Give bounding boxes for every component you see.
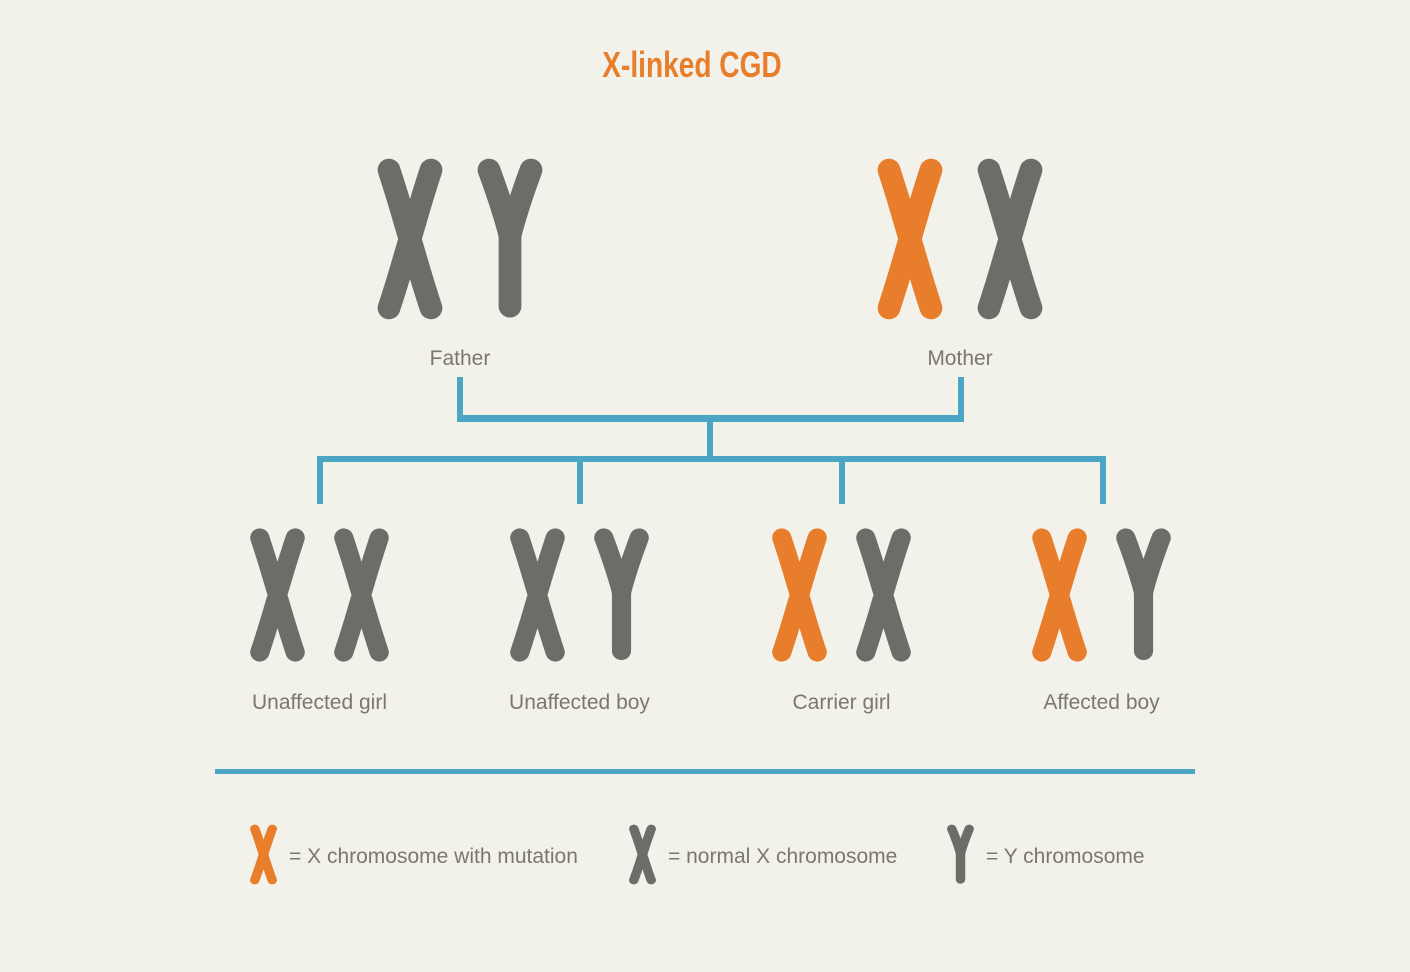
normal-x-chromosome-icon: [375, 157, 445, 321]
child-affected-boy: Affected boy: [1030, 527, 1173, 715]
child-unaffected-boy: Unaffected boy: [508, 527, 651, 715]
carrier-girl-chromosome-pair: [770, 527, 913, 663]
normal-y-chromosome-icon: [475, 157, 545, 321]
legend-mutated-x-icon-slot: [249, 824, 278, 890]
unaffected-boy-label: Unaffected boy: [509, 691, 650, 714]
unaffected-girl-chromosome-pair: [248, 527, 391, 663]
normal-x-chromosome-icon: [975, 157, 1045, 321]
unaffected-boy-chromosome-pair: [508, 527, 651, 663]
parent-mother: Mother: [875, 157, 1045, 371]
connector-child3-drop: [839, 462, 845, 504]
affected-boy-label: Affected boy: [1043, 691, 1160, 714]
connector-center-drop: [707, 422, 713, 462]
diagram-title-text: X-linked CGD: [602, 44, 782, 85]
connector-child4-drop: [1100, 462, 1106, 504]
normal-x-chromosome-icon: [508, 527, 567, 663]
carrier-girl-label: Carrier girl: [792, 691, 891, 714]
connector-child1-drop: [317, 462, 323, 504]
mutated-x-chromosome-icon: [875, 157, 945, 321]
legend-item-label: = normal X chromosome: [668, 845, 898, 868]
mother-label: Mother: [927, 347, 993, 370]
mutated-x-chromosome-icon: [770, 527, 829, 663]
legend-item-mutated-x: = X chromosome with mutation: [249, 826, 578, 888]
diagram-title: X-linked CGD: [577, 44, 807, 86]
connector-mother-drop: [958, 377, 964, 421]
legend-separator-line: [215, 769, 1195, 774]
child-unaffected-girl: Unaffected girl: [248, 527, 391, 715]
legend-y-icon-slot: [946, 824, 975, 890]
legend-item-label: = X chromosome with mutation: [289, 845, 578, 868]
legend-normal-x-icon-slot: [628, 824, 657, 890]
legend-item-label: = Y chromosome: [986, 845, 1145, 868]
father-label: Father: [429, 347, 491, 370]
connector-parents-bar: [457, 415, 964, 422]
normal-x-chromosome-icon: [248, 527, 307, 663]
father-chromosome-pair: [375, 157, 545, 321]
normal-x-chromosome-icon: [628, 824, 657, 885]
connector-child2-drop: [577, 462, 583, 504]
unaffected-girl-label: Unaffected girl: [251, 691, 388, 714]
mutated-x-chromosome-icon: [1030, 527, 1089, 663]
connector-children-bar: [317, 456, 1106, 462]
mutated-x-chromosome-icon: [249, 824, 278, 885]
legend-item-normal-x: = normal X chromosome: [628, 826, 897, 888]
connector-father-drop: [457, 377, 463, 421]
affected-boy-chromosome-pair: [1030, 527, 1173, 663]
child-carrier-girl: Carrier girl: [770, 527, 913, 715]
normal-y-chromosome-icon: [1114, 527, 1173, 663]
legend-item-y: = Y chromosome: [946, 826, 1145, 888]
parent-father: Father: [375, 157, 545, 371]
normal-y-chromosome-icon: [946, 824, 975, 885]
mother-chromosome-pair: [875, 157, 1045, 321]
normal-x-chromosome-icon: [854, 527, 913, 663]
normal-y-chromosome-icon: [592, 527, 651, 663]
normal-x-chromosome-icon: [332, 527, 391, 663]
